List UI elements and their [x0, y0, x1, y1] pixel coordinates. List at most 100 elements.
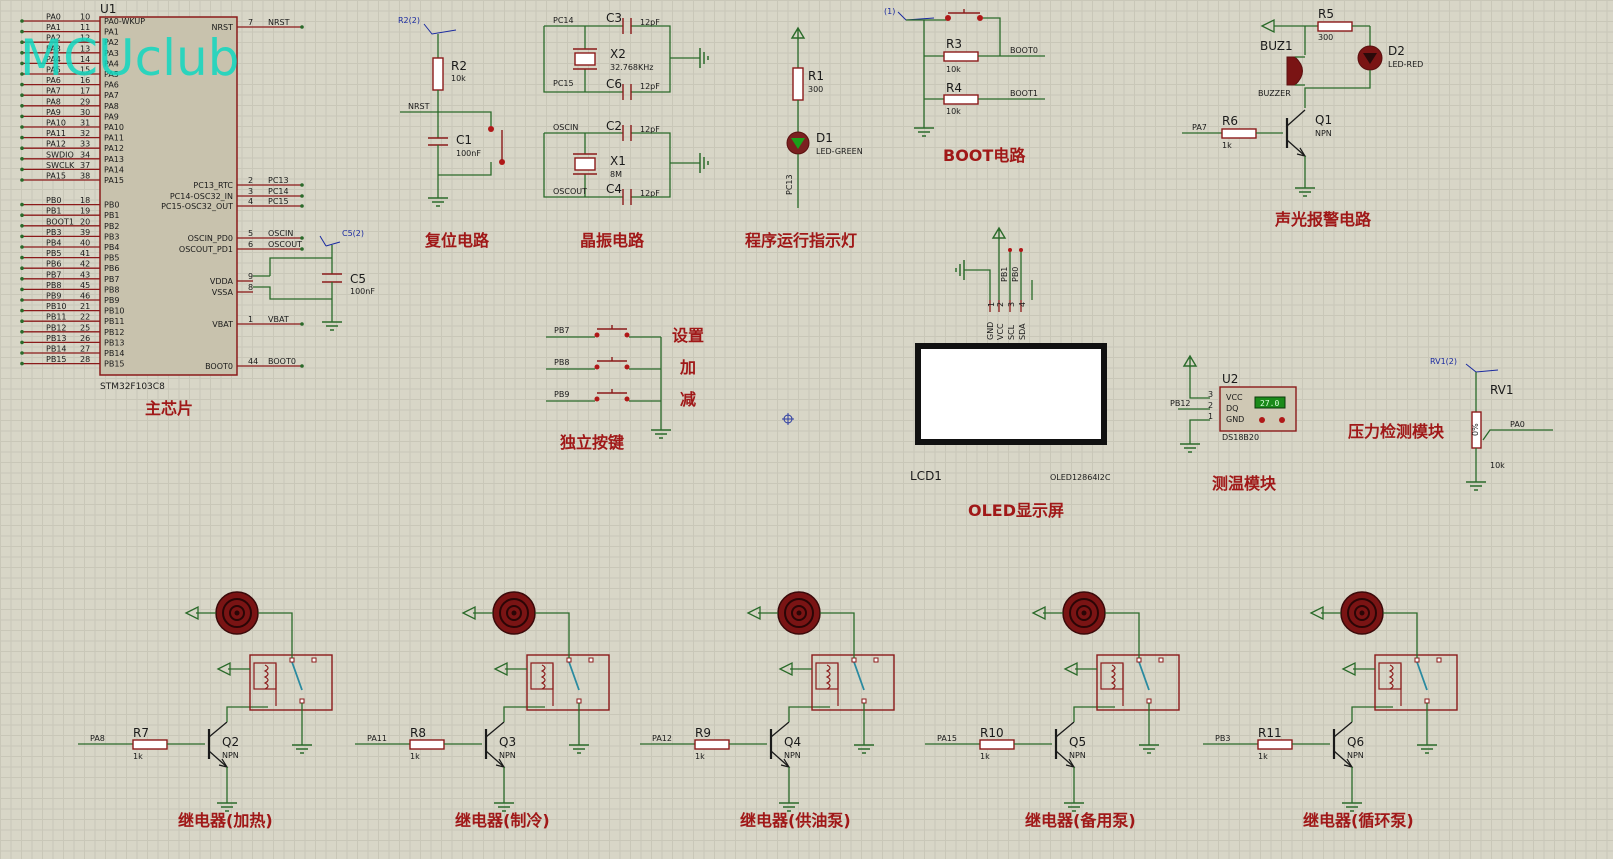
mcu-pin-net: SWCLK	[46, 161, 75, 170]
label-btn-add: 加	[679, 358, 696, 377]
relay-title: 继电器(加热)	[178, 811, 273, 830]
c4-ref: C4	[606, 182, 622, 196]
ds-pin-num: 2	[1208, 401, 1213, 410]
net-oscin: OSCIN	[553, 123, 578, 132]
r3-value: 10k	[946, 65, 961, 74]
watermark-logo: MCUclub	[20, 29, 239, 87]
mcu-pin-num: 39	[80, 228, 90, 237]
mcu-pin-name: PB9	[104, 296, 119, 305]
mcu-pin-net: PA1	[46, 23, 61, 32]
label-crystal-circuit: 晶振电路	[580, 231, 645, 250]
mcu-pin-pc13_rtc[interactable]: PC13_RTC 2 PC13	[193, 176, 304, 190]
ds18b20-module[interactable]: PB12 3 2 1 VCC DQ GND 27.0 U2 DS18B20	[1170, 355, 1297, 453]
rv1-potentiometer[interactable]: RV1(2) 0% PA0 RV1 10k	[1430, 357, 1553, 491]
mcu-pin-num: 4	[248, 197, 253, 206]
r6-resistor	[1221, 128, 1257, 139]
net-pa7: PA7	[1192, 123, 1207, 132]
mcu-pin-net: PA0	[46, 13, 61, 22]
x2-value: 32.768KHz	[610, 63, 653, 72]
mcu-pin-net: PA3	[46, 44, 61, 53]
relay-base-resistor	[409, 739, 445, 750]
mcu-pin-net: PB4	[46, 239, 61, 248]
mcu-pin-net: PC13	[268, 176, 289, 185]
relay-q-value: NPN	[1347, 751, 1364, 760]
relay-r-value: 1k	[1258, 752, 1268, 761]
d2-ref: D2	[1388, 44, 1405, 58]
mcu-pin-name: PC13_RTC	[193, 181, 233, 190]
key-button-pb8[interactable]: PB8	[546, 357, 661, 370]
mcu-pin-num: 27	[80, 345, 90, 354]
oled-module[interactable]: PB1 PB0 1 2 3 4 GND VCC SCL SDA LCD1 OLE…	[910, 227, 1111, 483]
x2-crystal	[574, 52, 596, 66]
mcu-pin-num: 22	[80, 313, 90, 322]
c5-ref: C5	[350, 272, 366, 286]
mcu-pin-net: PB3	[46, 228, 61, 237]
key-button-pb7[interactable]: PB7	[546, 325, 661, 338]
mcu-pin-name: VBAT	[212, 320, 233, 329]
mcu-pin-num: 26	[80, 334, 90, 343]
mcu-pin-name: OSCIN_PD0	[188, 234, 233, 243]
rv1-value: 10k	[1490, 461, 1505, 470]
nrst-net: NRST	[408, 102, 430, 111]
relay-r-ref: R9	[695, 726, 711, 740]
key-button-pb9[interactable]: PB9	[546, 389, 661, 402]
ds-pin-dq: DQ	[1226, 404, 1238, 413]
rv1-percent: 0%	[1471, 423, 1480, 436]
net-pa0: PA0	[1510, 420, 1525, 429]
ds18b20-body	[1219, 386, 1297, 432]
d1-ref: D1	[816, 131, 833, 145]
r4-resistor	[943, 94, 979, 105]
u2-part: DS18B20	[1222, 433, 1259, 442]
mcu-pin-num: 45	[80, 281, 90, 290]
mcu-pin-name: OSCOUT_PD1	[179, 245, 233, 254]
mcu-pin-net: NRST	[268, 18, 290, 27]
mcu-pin-num: 2	[248, 176, 253, 185]
lcd1-part: OLED12864I2C	[1050, 473, 1111, 482]
mcu-pin-num: 18	[80, 196, 90, 205]
